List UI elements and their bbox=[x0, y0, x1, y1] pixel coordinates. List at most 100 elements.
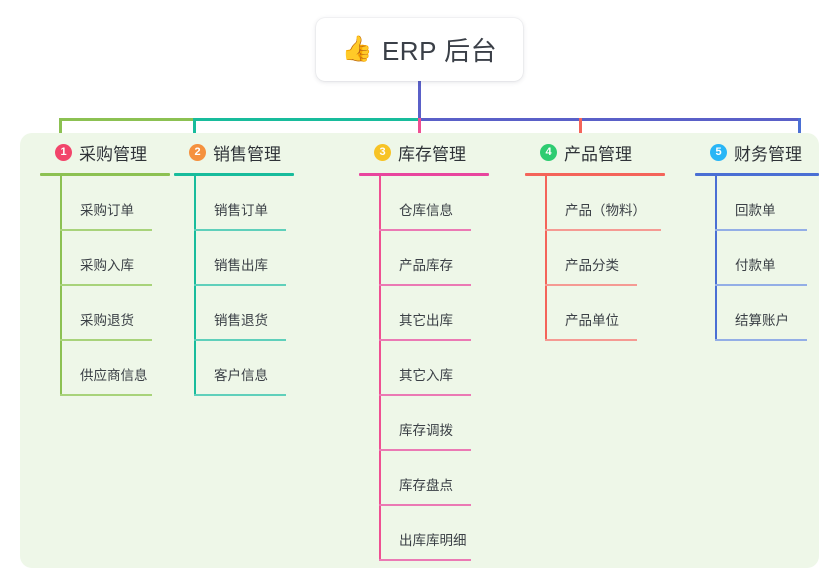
list-item-label: 库存调拨 bbox=[399, 423, 453, 438]
column-title: 销售管理 bbox=[213, 144, 281, 164]
list-item-label: 销售退货 bbox=[214, 313, 268, 328]
child-spine bbox=[715, 231, 717, 286]
column-header[interactable]: 3 库存管理 bbox=[359, 133, 489, 171]
child-underline bbox=[60, 284, 152, 286]
child-spine bbox=[194, 286, 196, 341]
column-title: 产品管理 bbox=[564, 144, 632, 164]
child-underline bbox=[379, 504, 471, 506]
child-spine bbox=[379, 231, 381, 286]
child-underline bbox=[379, 229, 471, 231]
child-underline bbox=[379, 449, 471, 451]
column-container: 1 采购管理 采购订单 采购入库 采购退货 bbox=[20, 133, 819, 568]
list-item[interactable]: 产品单位 bbox=[545, 286, 665, 341]
list-item-label: 其它出库 bbox=[399, 313, 453, 328]
list-item-label: 销售出库 bbox=[214, 258, 268, 273]
list-item-label: 出库库明细 bbox=[399, 533, 467, 548]
child-spine bbox=[194, 176, 196, 231]
list-item-label: 产品单位 bbox=[565, 313, 619, 328]
list-item-label: 产品（物料） bbox=[565, 203, 646, 218]
column-header[interactable]: 4 产品管理 bbox=[525, 133, 665, 171]
list-item-label: 付款单 bbox=[735, 258, 776, 273]
list-item-label: 产品库存 bbox=[399, 258, 453, 273]
child-underline bbox=[60, 394, 152, 396]
child-spine bbox=[379, 176, 381, 231]
column-children: 采购订单 采购入库 采购退货 供应商信息 bbox=[50, 176, 170, 396]
list-item-label: 采购订单 bbox=[80, 203, 134, 218]
child-spine bbox=[379, 286, 381, 341]
child-spine bbox=[379, 396, 381, 451]
column-sales: 2 销售管理 销售订单 销售出库 销售退货 bbox=[174, 133, 294, 396]
column-underline bbox=[40, 173, 170, 176]
column-header[interactable]: 5 财务管理 bbox=[695, 133, 819, 171]
column-number-badge: 4 bbox=[540, 143, 557, 161]
column-number-badge: 2 bbox=[189, 143, 206, 161]
list-item[interactable]: 销售退货 bbox=[194, 286, 294, 341]
list-item-label: 回款单 bbox=[735, 203, 776, 218]
list-item[interactable]: 其它入库 bbox=[379, 341, 489, 396]
page-title: ERP 后台 bbox=[381, 36, 498, 66]
column-title: 采购管理 bbox=[79, 144, 147, 164]
column-children: 产品（物料） 产品分类 产品单位 bbox=[535, 176, 665, 341]
child-underline bbox=[379, 284, 471, 286]
child-spine bbox=[715, 176, 717, 231]
list-item-label: 产品分类 bbox=[565, 258, 619, 273]
column-underline bbox=[359, 173, 489, 176]
list-item-label: 采购退货 bbox=[80, 313, 134, 328]
list-item[interactable]: 仓库信息 bbox=[379, 176, 489, 231]
list-item-label: 采购入库 bbox=[80, 258, 134, 273]
list-item[interactable]: 其它出库 bbox=[379, 286, 489, 341]
column-number-badge: 5 bbox=[710, 143, 727, 161]
background-panel bbox=[20, 133, 819, 568]
column-underline bbox=[525, 173, 665, 176]
list-item[interactable]: 销售出库 bbox=[194, 231, 294, 286]
list-item[interactable]: 采购入库 bbox=[60, 231, 170, 286]
list-item[interactable]: 回款单 bbox=[715, 176, 819, 231]
child-underline bbox=[379, 394, 471, 396]
column-number-badge: 1 bbox=[55, 143, 72, 161]
child-underline bbox=[194, 339, 286, 341]
list-item[interactable]: 产品分类 bbox=[545, 231, 665, 286]
root-node[interactable]: 👍 ERP 后台 bbox=[316, 18, 523, 81]
list-item[interactable]: 销售订单 bbox=[194, 176, 294, 231]
column-underline bbox=[695, 173, 819, 176]
column-title: 财务管理 bbox=[734, 144, 802, 164]
list-item[interactable]: 库存调拨 bbox=[379, 396, 489, 451]
child-underline bbox=[715, 284, 807, 286]
child-underline bbox=[194, 394, 286, 396]
child-underline bbox=[379, 339, 471, 341]
list-item-label: 库存盘点 bbox=[399, 478, 453, 493]
thumbs-up-icon: 👍 bbox=[341, 35, 373, 63]
child-underline bbox=[379, 559, 471, 561]
child-spine bbox=[194, 231, 196, 286]
child-underline bbox=[545, 284, 637, 286]
list-item-label: 仓库信息 bbox=[399, 203, 453, 218]
list-item[interactable]: 库存盘点 bbox=[379, 451, 489, 506]
column-header[interactable]: 2 销售管理 bbox=[174, 133, 294, 171]
list-item[interactable]: 供应商信息 bbox=[60, 341, 170, 396]
child-spine bbox=[60, 286, 62, 341]
list-item-label: 其它入库 bbox=[399, 368, 453, 383]
list-item[interactable]: 客户信息 bbox=[194, 341, 294, 396]
column-finance: 5 财务管理 回款单 付款单 结算账户 bbox=[695, 133, 819, 341]
list-item[interactable]: 付款单 bbox=[715, 231, 819, 286]
list-item[interactable]: 采购退货 bbox=[60, 286, 170, 341]
list-item[interactable]: 结算账户 bbox=[715, 286, 819, 341]
child-underline bbox=[545, 339, 637, 341]
child-spine bbox=[379, 451, 381, 506]
list-item[interactable]: 产品库存 bbox=[379, 231, 489, 286]
list-item[interactable]: 采购订单 bbox=[60, 176, 170, 231]
column-children: 仓库信息 产品库存 其它出库 其它入库 bbox=[369, 176, 489, 561]
list-item[interactable]: 产品（物料） bbox=[545, 176, 665, 231]
child-spine bbox=[60, 341, 62, 396]
column-title: 库存管理 bbox=[398, 144, 466, 164]
column-number-badge: 3 bbox=[374, 143, 391, 161]
child-underline bbox=[194, 284, 286, 286]
column-children: 回款单 付款单 结算账户 bbox=[705, 176, 819, 341]
list-item[interactable]: 出库库明细 bbox=[379, 506, 489, 561]
child-spine bbox=[379, 341, 381, 396]
child-underline bbox=[715, 339, 807, 341]
column-header[interactable]: 1 采购管理 bbox=[40, 133, 170, 171]
list-item-label: 销售订单 bbox=[214, 203, 268, 218]
child-spine bbox=[715, 286, 717, 341]
